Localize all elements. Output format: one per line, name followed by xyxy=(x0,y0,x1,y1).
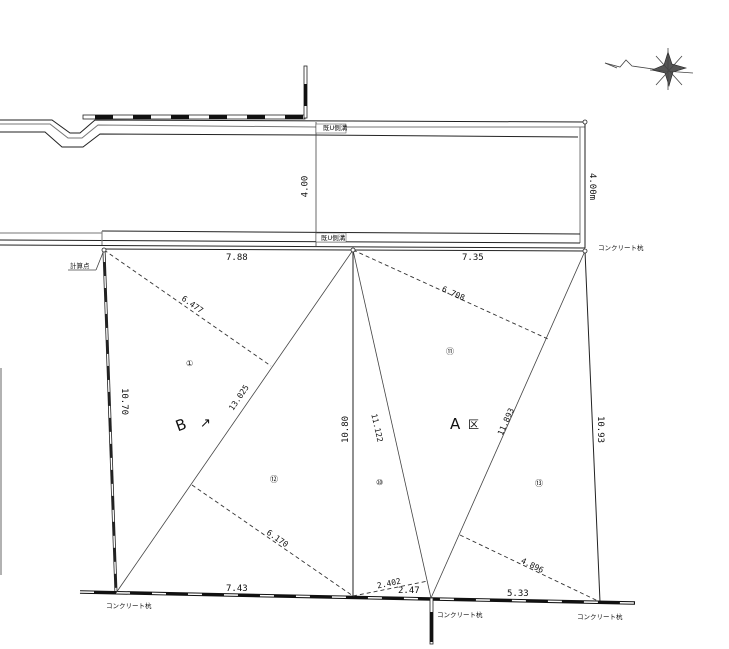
point-marker-10: ⑩ xyxy=(376,478,384,487)
calc-point-label: 計算点 xyxy=(70,262,90,270)
dim-top-right: 7.35 xyxy=(462,253,484,263)
dim-bottom-mid: 2.47 xyxy=(398,586,420,596)
dim-bottom-left: 7.43 xyxy=(226,584,248,594)
concrete-post-bottom-right: コンクリート杭 xyxy=(577,613,623,621)
ditch-label-top: 既U側溝 xyxy=(323,124,348,132)
dim-top-left: 7.88 xyxy=(226,253,248,263)
dim-bottom-right: 5.33 xyxy=(507,589,529,599)
perpendiculars xyxy=(103,249,599,602)
lot-a-suffix: 区 xyxy=(468,418,479,431)
concrete-post-top-right: コンクリート杭 xyxy=(598,244,644,252)
point-marker-1: ① xyxy=(186,359,194,368)
road-width-left: 4.00 xyxy=(300,175,311,198)
concrete-post-bottom-mid: コンクリート杭 xyxy=(437,611,483,619)
lot-boundaries xyxy=(79,248,636,645)
north-arrow-icon xyxy=(604,48,694,90)
road-top-edge xyxy=(0,65,588,248)
road-bottom-edge xyxy=(0,122,586,249)
road-width-right: 4.00m xyxy=(587,172,598,201)
point-marker-11: ⑪ xyxy=(446,347,454,356)
dim-left-side: 10.70 xyxy=(119,387,130,416)
concrete-post-bottom-left: コンクリート杭 xyxy=(106,602,152,610)
dim-right-side: 10.93 xyxy=(595,415,606,444)
ditch-label-bottom: 既U側溝 xyxy=(321,234,346,242)
diagonals xyxy=(115,249,586,599)
lot-b-suffix: ↗ xyxy=(200,416,211,431)
lot-a-letter: A xyxy=(450,415,461,433)
point-marker-13: ⑬ xyxy=(535,479,543,488)
dim-middle-vertical: 10.80 xyxy=(341,415,352,444)
point-marker-12: ⑫ xyxy=(270,475,278,484)
